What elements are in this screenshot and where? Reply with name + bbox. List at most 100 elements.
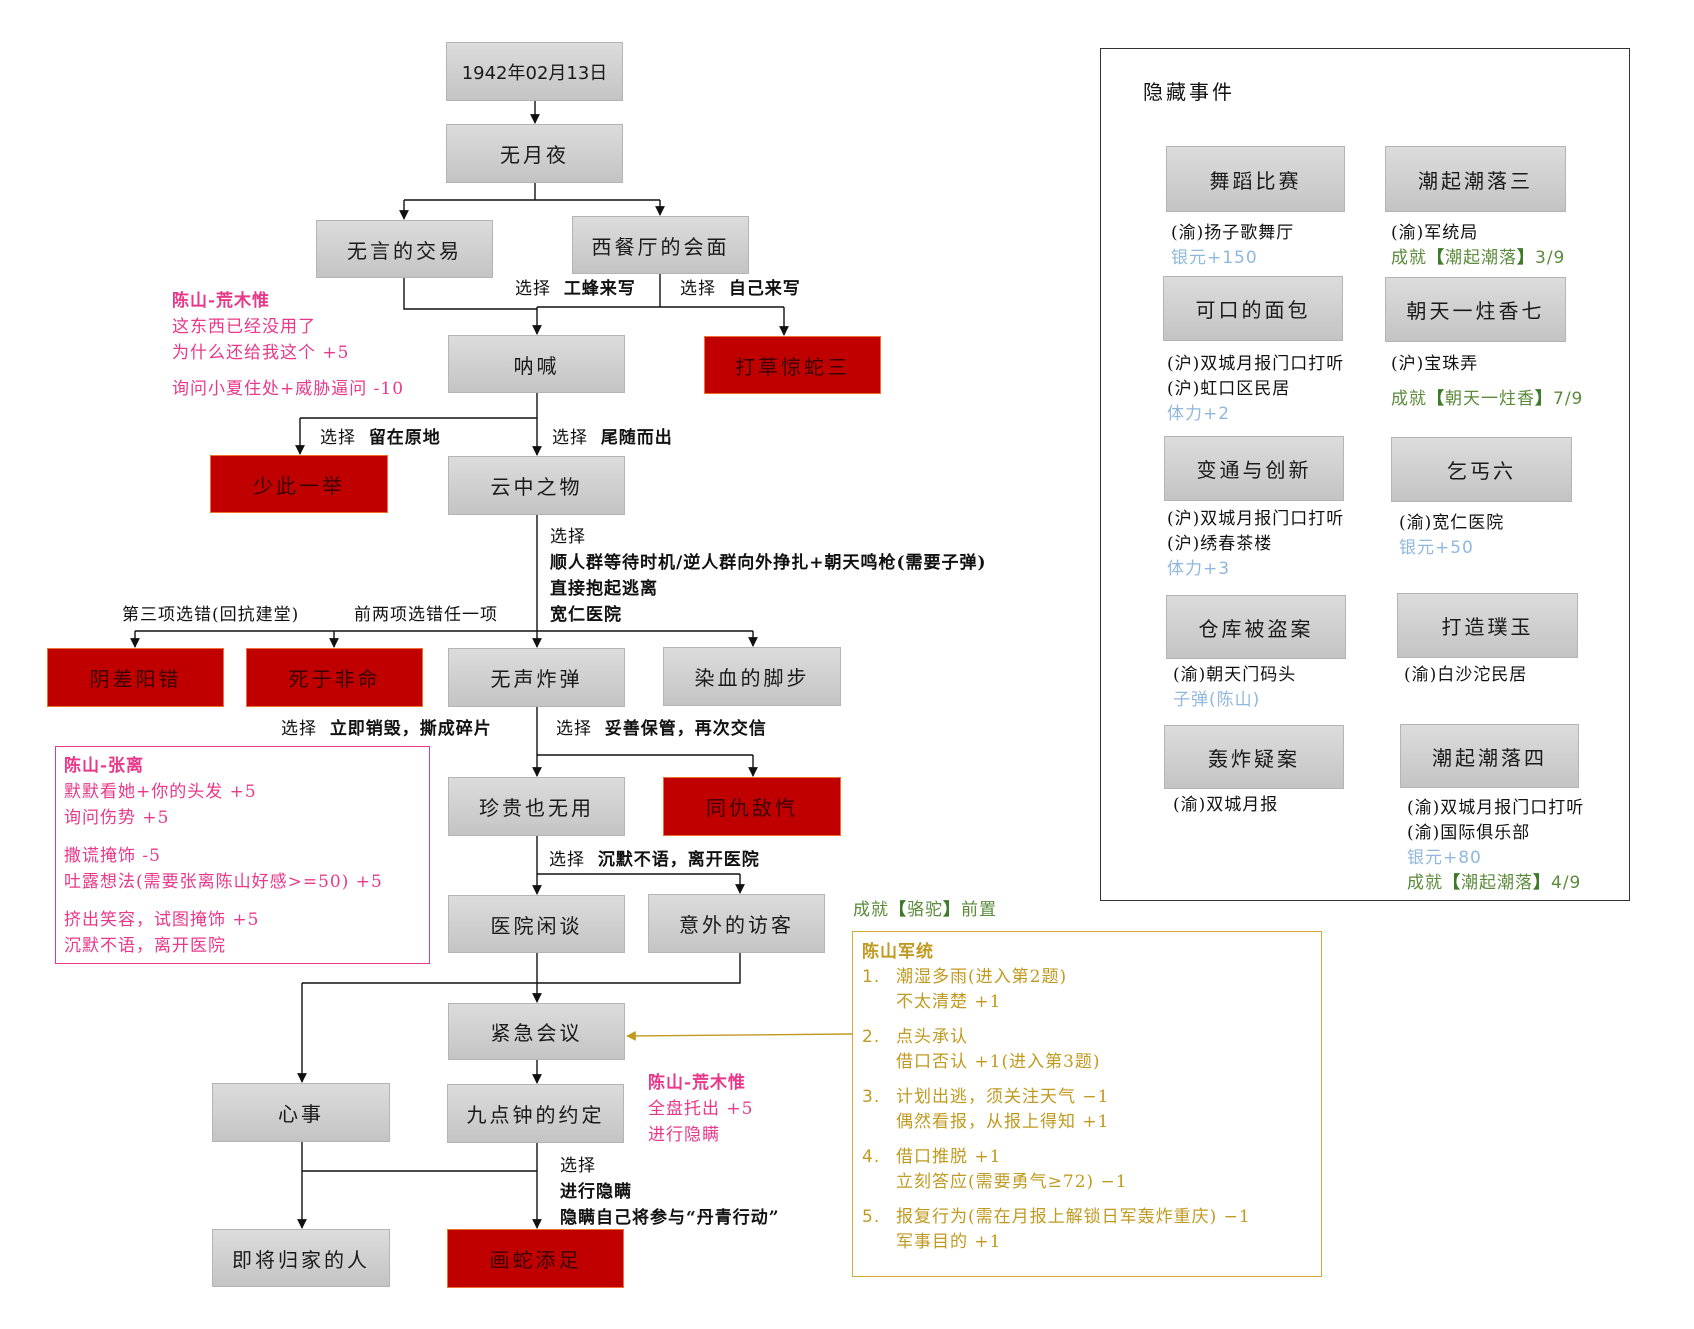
bracket: 【 (889, 900, 907, 920)
hidden-event-location: (渝)宽仁医院 (1399, 513, 1505, 533)
annotation-arakimei-2: 陈山-荒木惟 全盘托出 +5 进行隐瞒 (648, 1070, 753, 1148)
label-choice: 工蜂来写 (563, 279, 636, 299)
annotation-line: 默默看她+你的头发 +5 (64, 782, 257, 802)
node-silent-trade[interactable]: 无言的交易 (316, 220, 493, 278)
hidden-event-reward: 子弹(陈山) (1173, 690, 1261, 710)
label-choice-line: 直接抱起逃离 (550, 579, 658, 599)
annotation-line: 进行隐瞒 (648, 1125, 720, 1145)
juntong-item-text: 军事目的 +1 (896, 1232, 1002, 1252)
hidden-event-location: (沪)虹口区民居 (1167, 379, 1291, 399)
node-homecoming[interactable]: 即将归家的人 (212, 1229, 390, 1287)
label-prefix: 选择 (281, 719, 317, 739)
hidden-event-card[interactable]: 仓库被盗案 (1166, 595, 1346, 659)
annotation-line: 询问小夏住处+威胁逼问 -10 (172, 379, 405, 399)
label-cloud-choice: 选择 顺人群等待时机/逆人群向外挣扎+朝天鸣枪(需要子弹) 直接抱起逃离 宽仁医… (550, 524, 987, 628)
node-date[interactable]: 1942年02月13日 (446, 42, 623, 101)
juntong-item-number: 5. (862, 1207, 881, 1227)
node-precious-useless[interactable]: 珍贵也无用 (448, 777, 625, 836)
hidden-event-card[interactable]: 可口的面包 (1163, 276, 1343, 341)
annotation-title: 陈山-张离 (64, 756, 145, 776)
label-prefix: 选择 (515, 279, 551, 299)
node-moonless-night[interactable]: 无月夜 (446, 124, 623, 183)
label-keep: 选择 妥善保管，再次交信 (556, 716, 767, 742)
line-silent-trade-merge (403, 278, 537, 310)
node-emergency-meeting[interactable]: 紧急会议 (448, 1003, 625, 1060)
juntong-item-text: 报复行为(需在月报上解锁日军轰炸重庆) −1 (896, 1207, 1251, 1227)
bracket: 】 (1517, 248, 1535, 268)
achievement-prefix: 成就 (1407, 873, 1443, 893)
hidden-event-card[interactable]: 潮起潮落三 (1385, 146, 1566, 212)
node-superfluous[interactable]: 画蛇添足 (447, 1229, 624, 1288)
node-bloody-steps[interactable]: 染血的脚步 (663, 647, 841, 706)
annotation-zhangli-box: 陈山-张离 默默看她+你的头发 +5 询问伤势 +5 撒谎掩饰 -5 吐露想法(… (55, 746, 430, 964)
node-nine-oclock[interactable]: 九点钟的约定 (447, 1084, 624, 1143)
annotation-line: 吐露想法(需要张离陈山好感>=50) +5 (64, 872, 383, 892)
node-hospital-chat[interactable]: 医院闲谈 (448, 895, 625, 953)
label-conceal: 选择 进行隐瞒 隐瞒自己将参与“丹青行动” (560, 1153, 780, 1231)
node-silent-bomb[interactable]: 无声炸弹 (448, 648, 625, 707)
node-heart-matter[interactable]: 心事 (212, 1083, 390, 1142)
label-choice-line: 顺人群等待时机/逆人群向外挣扎+朝天鸣枪(需要子弹) (550, 553, 987, 573)
node-shout[interactable]: 呐喊 (448, 335, 625, 393)
node-unexpected-visitor[interactable]: 意外的访客 (648, 894, 825, 953)
hidden-event-reward: 体力+3 (1167, 559, 1231, 579)
label-prefix: 选择 (320, 428, 356, 448)
hidden-event-card[interactable]: 潮起潮落四 (1400, 724, 1579, 788)
hidden-event-location: (沪)宝珠弄 (1391, 354, 1479, 374)
node-mismatch[interactable]: 阴差阳错 (47, 648, 224, 707)
juntong-item-line: 2.点头承认 (862, 1025, 1251, 1050)
juntong-item-line: 5. 报复行为(需在月报上解锁日军轰炸重庆) −1 (862, 1205, 1251, 1230)
achievement-suffix: 前置 (961, 900, 997, 920)
hidden-event-card[interactable]: 打造璞玉 (1397, 593, 1578, 658)
label-prefix: 选择 (549, 850, 585, 870)
label-follow: 选择 尾随而出 (552, 425, 673, 451)
hidden-event-card[interactable]: 变通与创新 (1164, 436, 1344, 501)
juntong-item-number: 1. (862, 967, 881, 987)
label-third-wrong: 第三项选错(回抗建堂) (122, 605, 300, 625)
label-silent-leave: 选择 沉默不语，离开医院 (549, 847, 760, 873)
hidden-event-location: (沪)双城月报门口打听 (1167, 509, 1345, 529)
achievement-progress: 4/9 (1551, 873, 1582, 893)
hidden-event-reward: 体力+2 (1167, 404, 1231, 424)
node-common-enemy[interactable]: 同仇敌忾 (663, 777, 841, 836)
label-choice-line: 隐瞒自己将参与“丹青行动” (560, 1208, 780, 1228)
juntong-item: 2.点头承认借口否认 +1(进入第3题) (862, 1025, 1251, 1075)
hidden-event-card[interactable]: 轰炸疑案 (1164, 725, 1344, 789)
hidden-event-details: (渝)朝天门码头子弹(陈山) (1173, 663, 1296, 713)
juntong-item: 5. 报复行为(需在月报上解锁日军轰炸重庆) −1 军事目的 +1 (862, 1205, 1251, 1255)
hidden-event-details: (渝)军统局成就【潮起潮落】3/9 (1391, 221, 1565, 271)
line-visitor-merge (302, 953, 741, 984)
achievement-name: 朝天一炷香 (1445, 389, 1535, 409)
hidden-event-location: (渝)扬子歌舞厅 (1171, 223, 1295, 243)
juntong-item-text: 不太清楚 +1 (896, 992, 1002, 1012)
juntong-item-number: 4. (862, 1147, 881, 1167)
hidden-event-details: (渝)宽仁医院银元+50 (1399, 511, 1504, 561)
juntong-item-text: 点头承认 (896, 1027, 968, 1047)
node-unnecessary[interactable]: 少此一举 (210, 455, 388, 513)
hidden-event-location: (沪)绣春茶楼 (1167, 534, 1273, 554)
hidden-event-card[interactable]: 舞蹈比赛 (1166, 146, 1345, 212)
annotation-line: 沉默不语，离开医院 (64, 936, 226, 956)
node-unnatural-death[interactable]: 死于非命 (246, 648, 423, 707)
label-choice: 自己来写 (728, 279, 801, 299)
juntong-item-subline: 立刻答应(需要勇气≥72) −1 (862, 1170, 1251, 1195)
juntong-item-text: 立刻答应(需要勇气≥72) −1 (896, 1172, 1128, 1192)
label-choice: 妥善保管，再次交信 (604, 719, 767, 739)
annotation-line: 询问伤势 +5 (64, 808, 170, 828)
hidden-event-card[interactable]: 朝天一炷香七 (1385, 277, 1566, 342)
label-choice: 沉默不语，离开医院 (597, 850, 760, 870)
label-choice: 留在原地 (368, 428, 441, 448)
node-alert-snake-3[interactable]: 打草惊蛇三 (704, 336, 881, 394)
hidden-event-location: (渝)朝天门码头 (1173, 665, 1297, 685)
label-choice: 立即销毁，撕成碎片 (329, 719, 492, 739)
arrow-juntong-to-emergency (626, 1031, 853, 1041)
juntong-item-text: 计划出逃，须关注天气 −1 (896, 1087, 1110, 1107)
label-first-two-wrong: 前两项选错任一项 (354, 605, 498, 625)
node-cloud[interactable]: 云中之物 (448, 456, 625, 515)
hidden-event-card[interactable]: 乞丐六 (1391, 437, 1572, 502)
node-western-restaurant-meeting[interactable]: 西餐厅的会面 (572, 216, 749, 274)
